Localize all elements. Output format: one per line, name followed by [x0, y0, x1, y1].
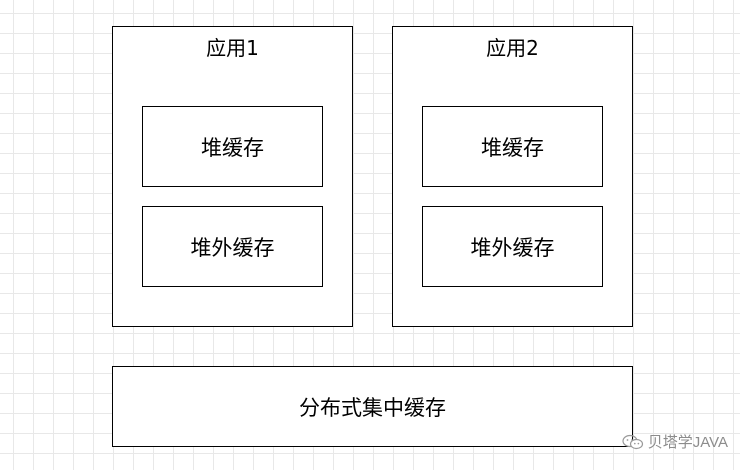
wechat-icon [622, 434, 643, 449]
distributed-cache-label: 分布式集中缓存 [299, 395, 446, 420]
distributed-cache: 分布式集中缓存 [112, 366, 633, 447]
app-2-heap-cache: 堆缓存 [422, 106, 603, 187]
watermark: 贝塔学JAVA [622, 431, 728, 452]
app-1-heap-cache: 堆缓存 [142, 106, 323, 187]
app-2-heap-cache-label: 堆缓存 [481, 135, 544, 160]
app-1-offheap-cache: 堆外缓存 [142, 206, 323, 287]
app-2-offheap-cache-label: 堆外缓存 [470, 235, 555, 260]
app-2-offheap-cache: 堆外缓存 [422, 206, 603, 287]
app-2-title: 应用2 [486, 36, 539, 60]
watermark-text: 贝塔学JAVA [647, 434, 728, 451]
app-1-offheap-cache-label: 堆外缓存 [190, 235, 275, 260]
app-1-title: 应用1 [206, 36, 259, 60]
app-1-heap-cache-label: 堆缓存 [201, 135, 264, 160]
